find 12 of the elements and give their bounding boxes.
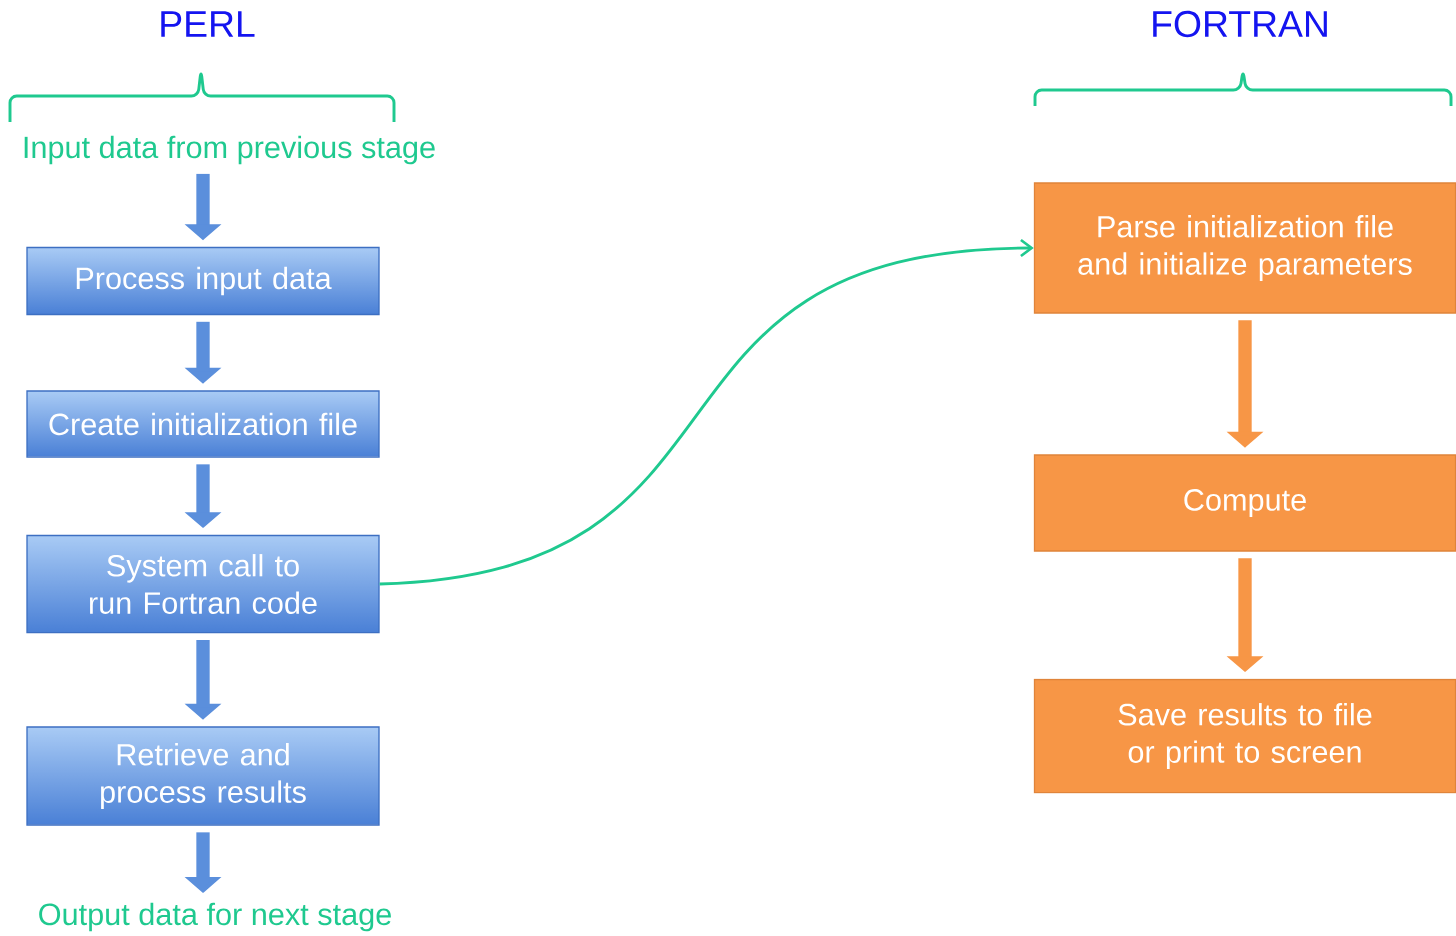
heading: FORTRAN (1153, 10, 1327, 38)
process-box: Retrieve and process results (26, 726, 380, 826)
process-box: Compute (1033, 454, 1456, 552)
input-output-text: Input data from previous stage (24, 135, 435, 165)
process-box: Parse initialization file and initialize parameters (1033, 182, 1456, 314)
process-box: Save results to file or print to screen (1033, 678, 1456, 794)
heading: PERL (161, 11, 255, 37)
input-output-text: Output data for next stage (39, 902, 391, 932)
process-box: Create initialization file (26, 390, 380, 458)
process-box: Process input data (26, 246, 380, 316)
process-box: System call to run Fortran code (26, 534, 380, 634)
arrow (379, 238, 1034, 586)
